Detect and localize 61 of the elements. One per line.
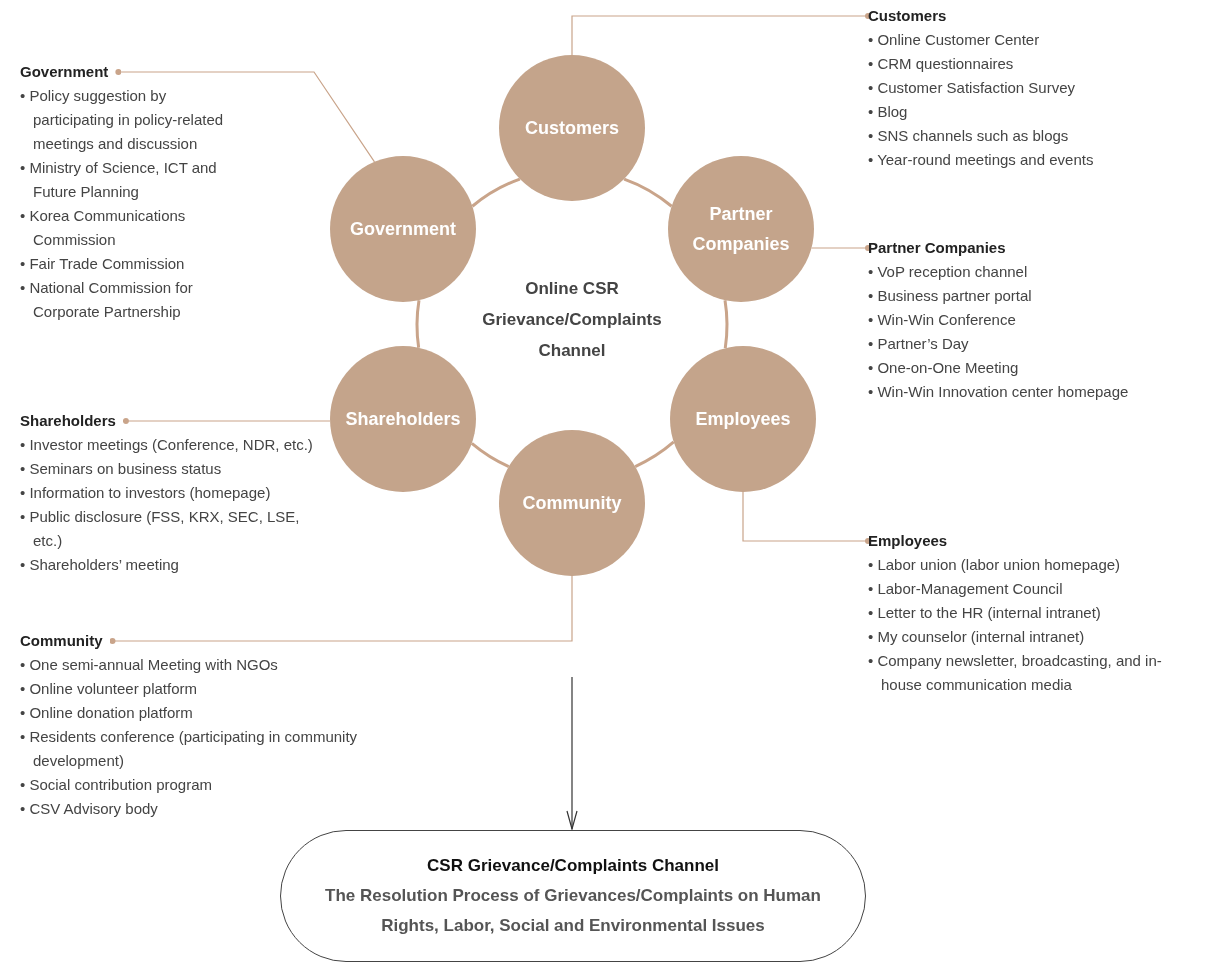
list-item: • National Commission for Corporate Partnership [20, 278, 194, 322]
list-item: • Seminars on business status [20, 459, 223, 479]
list-item: • One-on-One Meeting [868, 358, 1020, 378]
list-heading: Employees [868, 531, 948, 551]
list-item: • Labor union (labor union homepage) [868, 555, 1122, 575]
list-item: • Policy suggestion by participating in policy-related meetings and discussion [20, 86, 225, 154]
list-item: • Shareholders’ meeting [20, 555, 180, 575]
list-heading: Government [20, 62, 109, 82]
list-item: • Information to investors (homepage) [20, 483, 272, 503]
list-item: • Residents conference (participating in community development) [20, 727, 359, 771]
list-item: • Korea Communications Commission [20, 206, 187, 250]
circle-label: Community [522, 492, 622, 515]
list-item: • CRM questionnaires [868, 54, 1015, 74]
leader-line [122, 418, 331, 424]
list-item: • Ministry of Science, ICT and Future Planning [20, 158, 218, 202]
leader-line [742, 491, 871, 544]
list-item: • Blog [868, 102, 909, 122]
circle-label: Government [350, 218, 456, 241]
list-item: • My counselor (internal intranet) [868, 627, 1086, 647]
circle-label: Shareholders [345, 408, 461, 431]
list-item: • Business partner portal [868, 286, 1033, 306]
list-item: • Online volunteer platform [20, 679, 198, 699]
list-item: • Letter to the HR (internal intranet) [868, 603, 1102, 623]
list-heading: Partner Companies [868, 238, 1006, 258]
list-item: • Company newsletter, broadcasting, and in-house communication media [868, 651, 1163, 695]
pill-heading: CSR Grievance/Complaints Channel [427, 855, 719, 877]
list-item: • One semi-annual Meeting with NGOs [20, 655, 279, 675]
circle-label: Customers [525, 117, 619, 140]
center-label: Online CSR Grievance/Complaints Channel [481, 278, 663, 362]
list-heading: Community [20, 631, 103, 651]
list-item: • Fair Trade Commission [20, 254, 186, 274]
list-item: • CSV Advisory body [20, 799, 159, 819]
circle-label: Employees [695, 408, 791, 431]
ring-arc [471, 177, 521, 208]
pill-subtitle: The Resolution Process of Grievances/Complaints on Human Rights, Labor, Social and Environmental Issues [324, 885, 822, 937]
leader-line [810, 245, 871, 251]
leader-line [115, 69, 376, 163]
list-item: • Year-round meetings and events [868, 150, 1095, 170]
list-item: • Public disclosure (FSS, KRX, SEC, LSE, etc.) [20, 507, 301, 551]
list-item: • Partner’s Day [868, 334, 970, 354]
list-item: • Online Customer Center [868, 30, 1041, 50]
leader-line [109, 575, 573, 644]
ring-arc [415, 300, 421, 348]
ring-arc [623, 177, 673, 208]
arrow [566, 676, 578, 830]
leader-line [571, 13, 871, 56]
list-item: • VoP reception channel [868, 262, 1029, 282]
list-item: • SNS channels such as blogs [868, 126, 1070, 146]
list-heading: Shareholders [20, 411, 116, 431]
ring-arc [634, 440, 675, 468]
list-item: • Customer Satisfaction Survey [868, 78, 1076, 98]
ring-arc [470, 442, 510, 468]
ring-arc [723, 300, 729, 349]
list-item: • Labor-Management Council [868, 579, 1064, 599]
list-heading: Customers [868, 6, 947, 26]
list-item: • Win-Win Innovation center homepage [868, 382, 1130, 402]
list-item: • Win-Win Conference [868, 310, 1017, 330]
list-item: • Investor meetings (Conference, NDR, etc.) [20, 435, 314, 455]
list-item: • Social contribution program [20, 775, 213, 795]
circle-label: Partner Companies [691, 203, 791, 256]
list-item: • Online donation platform [20, 703, 194, 723]
